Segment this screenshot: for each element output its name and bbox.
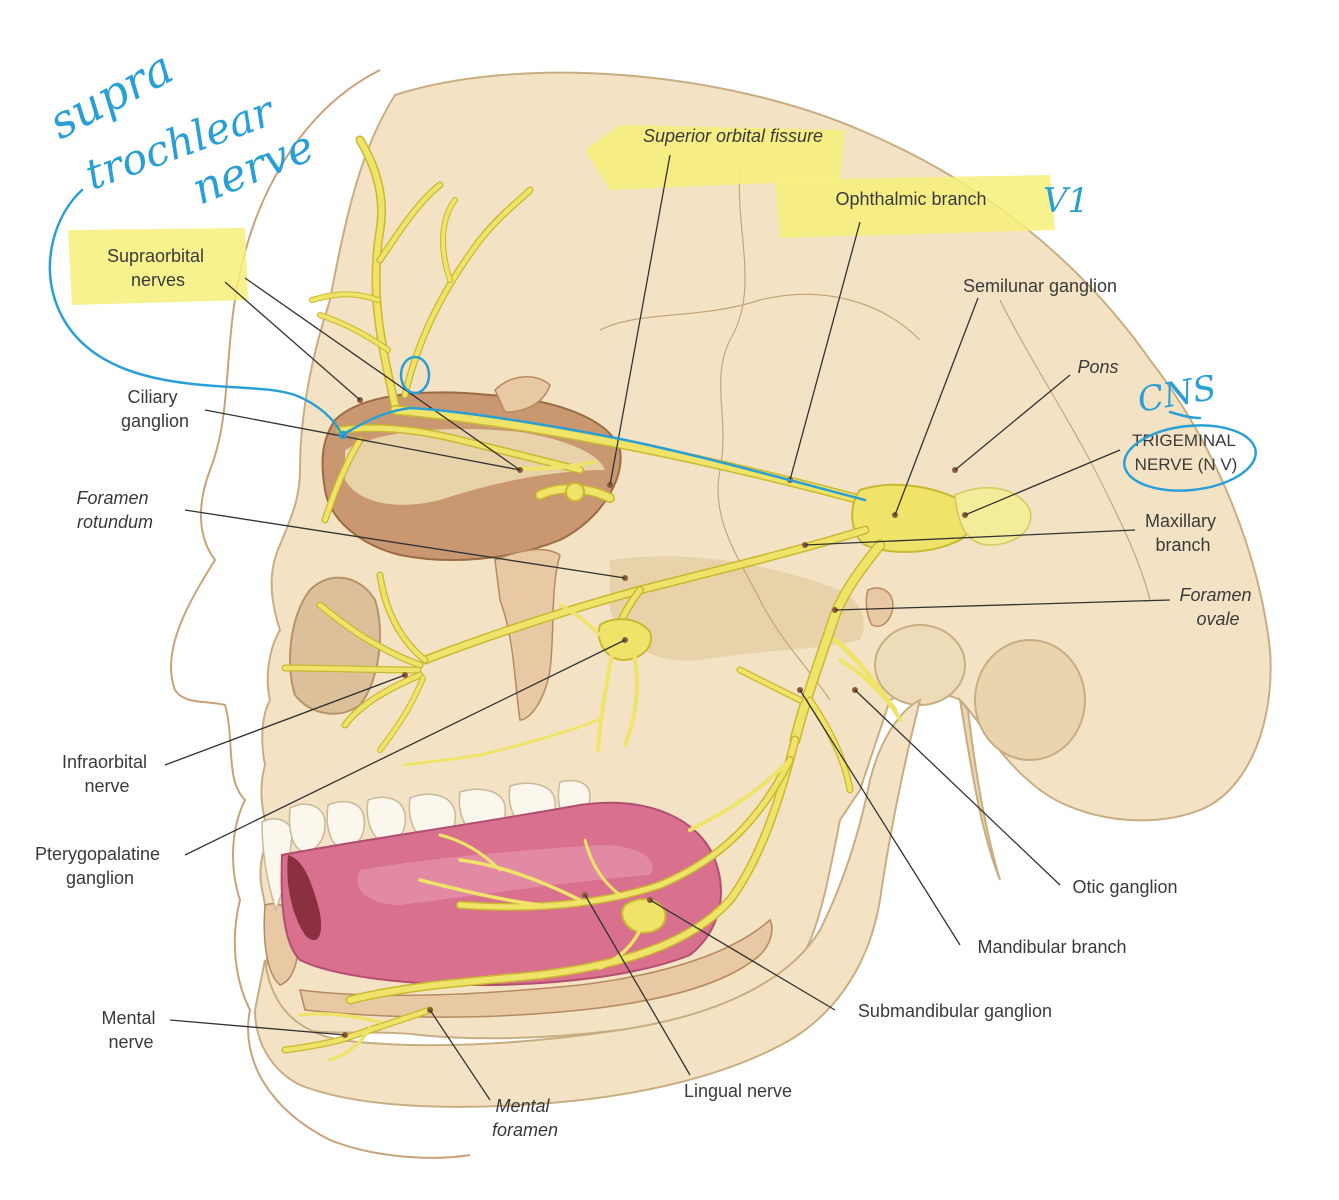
label-submandibular-ganglion: Submandibular ganglion (858, 1001, 1052, 1021)
cut-sphenoid (494, 376, 551, 413)
ink-circle-trigeminal (1123, 424, 1257, 492)
ink-circle-supratrochlear (399, 355, 431, 395)
face-profile-outline (170, 69, 471, 1159)
ink-dot (338, 430, 348, 440)
lingual-nerve-path (457, 757, 793, 910)
cut-petrous (865, 587, 894, 627)
label-ophthalmic-branch: Ophthalmic branch (835, 189, 986, 209)
label-pons: Pons (1077, 357, 1118, 377)
supraorbital-branches (309, 135, 534, 410)
mastoid (974, 639, 1086, 761)
orbit-floor (345, 429, 605, 505)
styloid-process (958, 696, 1001, 881)
handwriting-v1: V1 (1043, 181, 1089, 221)
ink-underline-cns (1168, 410, 1202, 420)
label-supraorbital-nerves: Supraorbital nerves (107, 246, 209, 290)
label-lingual-nerve: Lingual nerve (684, 1081, 792, 1101)
infraorbital-branches (281, 571, 429, 753)
label-foramen-rotundum: Foramen rotundum (76, 488, 153, 532)
label-mandibular-branch: Mandibular branch (977, 937, 1126, 957)
highlight-supraorbital (68, 228, 248, 305)
upper-incisor (288, 803, 326, 853)
ink-bracket-curve (48, 188, 344, 437)
highlight-superior-orbital-fissure (585, 125, 845, 190)
trigeminal-root (954, 487, 1032, 546)
label-superior-orbital-fissure: Superior orbital fissure (643, 126, 823, 146)
mandibular-condyle (874, 624, 966, 706)
nasal-aperture (289, 576, 381, 715)
leader-lines (164, 154, 1171, 1101)
lower-lip (287, 855, 322, 941)
mandibular-trunk (791, 541, 884, 744)
upper-premolar-1 (326, 801, 366, 849)
label-otic-ganglion: Otic ganglion (1072, 877, 1177, 897)
label-maxillary-branch: Maxillary branch (1145, 511, 1221, 555)
label-trigeminal-nerve: TRIGEMINAL NERVE (N V) (1132, 431, 1240, 474)
lambdoid-suture (999, 299, 1151, 601)
tongue-shine (357, 845, 653, 905)
squamous-suture (599, 293, 921, 341)
submandibular-ganglion-shape (621, 898, 667, 934)
highlight-ophthalmic-branch (775, 175, 1055, 238)
highlighter-marks (68, 125, 1055, 305)
mandible (253, 698, 922, 1108)
label-foramen-ovale: Foramen ovale (1179, 585, 1256, 629)
ink-trace-along-nerve (340, 406, 867, 502)
ciliary-ganglion-node (565, 482, 585, 502)
label-ciliary-ganglion: Ciliary ganglion (121, 387, 189, 431)
label-semilunar-ganglion: Semilunar ganglion (963, 276, 1117, 296)
mandibular-canal (299, 918, 773, 1018)
label-mental-foramen: Mental foramen (492, 1096, 558, 1140)
label-mental-nerve: Mental nerve (101, 1008, 160, 1052)
mental-nerve-path (282, 1007, 433, 1053)
cut-maxilla (494, 548, 561, 721)
label-infraorbital-nerve: Infraorbital nerve (62, 752, 152, 796)
labels: Supraorbital nerves Superior orbital fis… (35, 126, 1256, 1140)
inferior-alveolar (347, 737, 798, 1003)
label-pterygopalatine-ganglion: Pterygopalatine ganglion (35, 844, 165, 888)
